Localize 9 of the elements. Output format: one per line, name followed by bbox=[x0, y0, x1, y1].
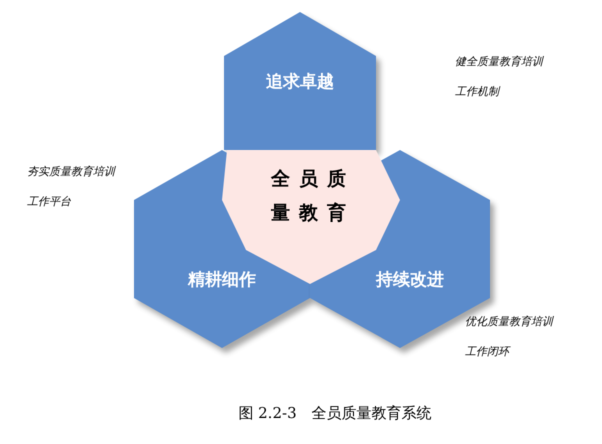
hexagon bbox=[224, 12, 376, 150]
hexagon-label: 精耕细作 bbox=[186, 269, 257, 292]
side-note: 优化质量教育培训工作闭环 bbox=[465, 314, 555, 360]
caption: 图 2.2-3 全员质量教育系统 bbox=[237, 403, 433, 424]
side-note: 健全质量教育培训工作机制 bbox=[455, 54, 545, 100]
center-label: 全员质量教育 bbox=[270, 167, 356, 226]
side-note: 夯实质量教育培训工作平台 bbox=[27, 164, 117, 210]
hexagon-label: 追求卓越 bbox=[265, 71, 335, 94]
hexagon-label: 持续改进 bbox=[374, 269, 445, 292]
